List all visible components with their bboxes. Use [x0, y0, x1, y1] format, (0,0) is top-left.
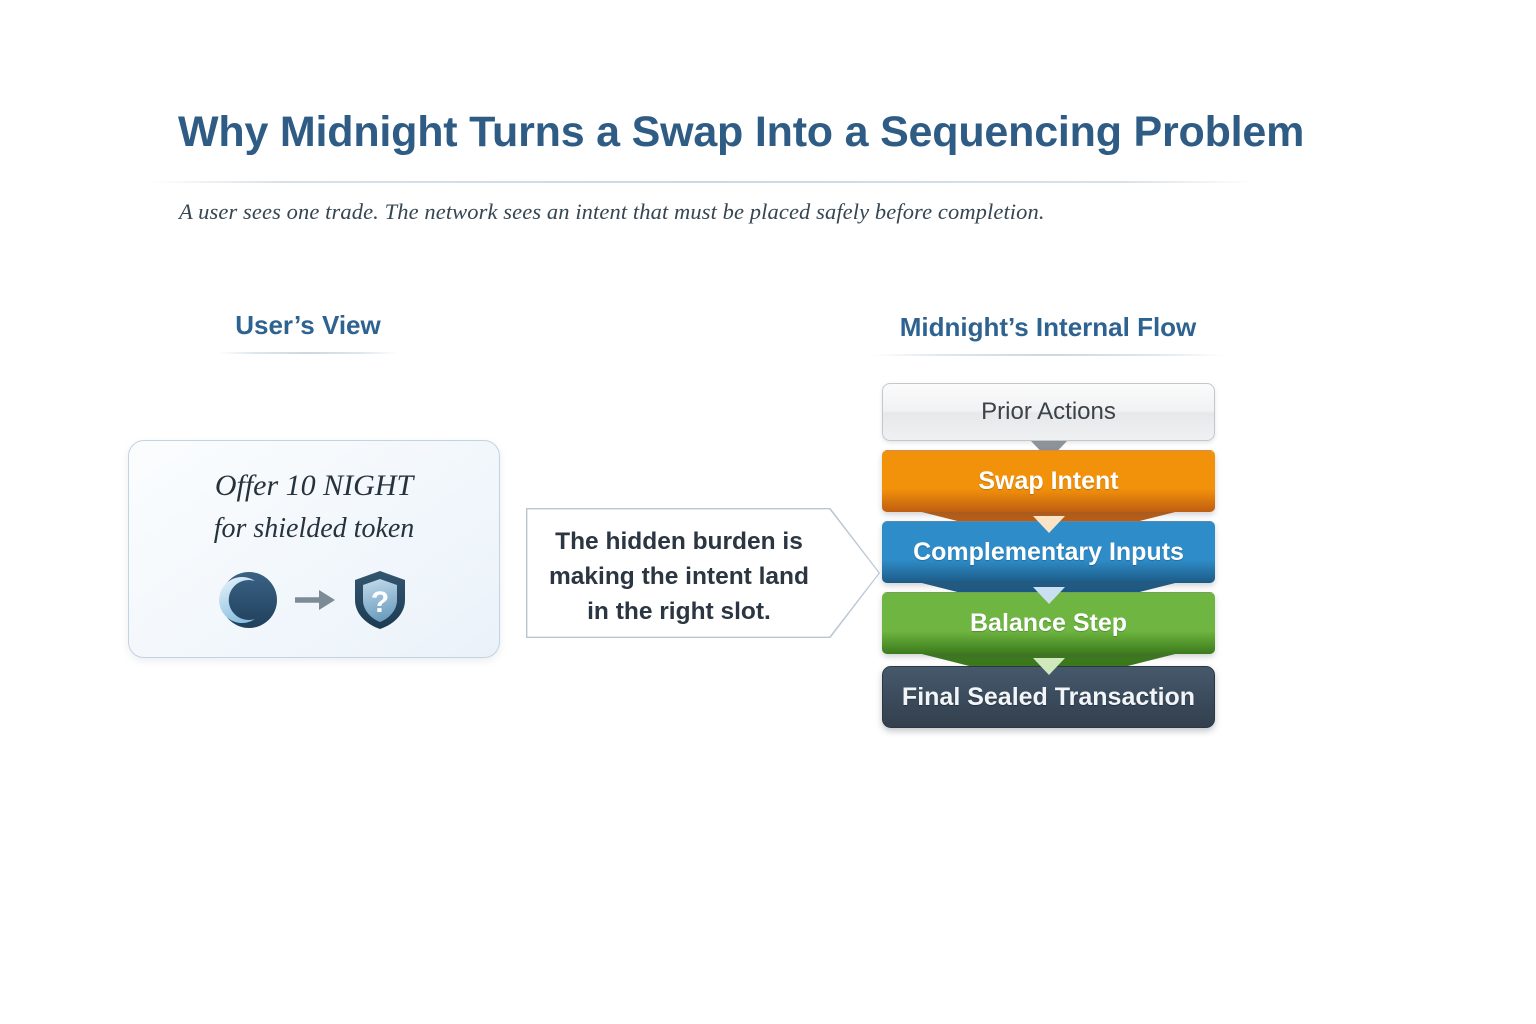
section-heading-internal-flow: Midnight’s Internal Flow [872, 312, 1224, 356]
page-subtitle: A user sees one trade. The network sees … [179, 199, 1045, 224]
flow-node-swap-intent-label: Swap Intent [978, 467, 1119, 495]
flow-node-balance-step-label: Balance Step [969, 609, 1127, 637]
internal-flow-column: Prior Actions Swap Intent Complementary … [882, 383, 1215, 728]
flow-node-final-sealed-transaction-label: Final Sealed Transaction [901, 682, 1196, 711]
section-heading-internal-flow-label: Midnight’s Internal Flow [899, 312, 1197, 342]
section-heading-users-view: User’s View [218, 310, 398, 354]
user-card-offer-line: Offer 10 NIGHT [214, 469, 414, 502]
flow-connector-arrow-icon [1032, 516, 1065, 533]
flow-node-plate: Swap Intent [882, 450, 1215, 512]
flow-node-prior-actions[interactable]: Prior Actions [882, 383, 1215, 460]
flow-connector-arrow-icon [1032, 587, 1065, 604]
flow-connector-arrow-icon [1032, 658, 1065, 675]
moon-icon [219, 570, 279, 635]
flow-node-plate: Balance Step [882, 592, 1215, 654]
callout-text: The hidden burden is making the intent l… [534, 524, 824, 629]
flow-node-prior-actions-label: Prior Actions [981, 398, 1116, 425]
svg-text:?: ? [371, 586, 389, 619]
callout-line-1: The hidden burden is [555, 528, 803, 555]
right-arrow-icon [293, 587, 337, 618]
flow-node-swap-intent[interactable]: Swap Intent [882, 450, 1215, 544]
callout-line-2: making the intent land [549, 563, 809, 590]
flow-node-complementary-inputs-label: Complementary Inputs [913, 538, 1184, 566]
callout-fill [527, 509, 879, 637]
flow-node-final-sealed-transaction[interactable]: Final Sealed Transaction [882, 666, 1215, 728]
page-title: Why Midnight Turns a Swap Into a Sequenc… [178, 108, 1305, 156]
user-view-card: Offer 10 NIGHT for shielded token [128, 440, 500, 658]
shield-question-icon: ? [351, 569, 409, 636]
title-divider [148, 181, 1256, 183]
section-heading-underline [218, 352, 398, 354]
callout-line-3: in the right slot. [587, 598, 771, 625]
section-heading-underline [872, 354, 1224, 356]
section-heading-users-view-label: User’s View [235, 310, 381, 340]
user-card-target-line: for shielded token [213, 513, 415, 544]
callout-bubble: The hidden burden is making the intent l… [526, 508, 880, 638]
token-swap-icon-row: ? [129, 569, 499, 636]
